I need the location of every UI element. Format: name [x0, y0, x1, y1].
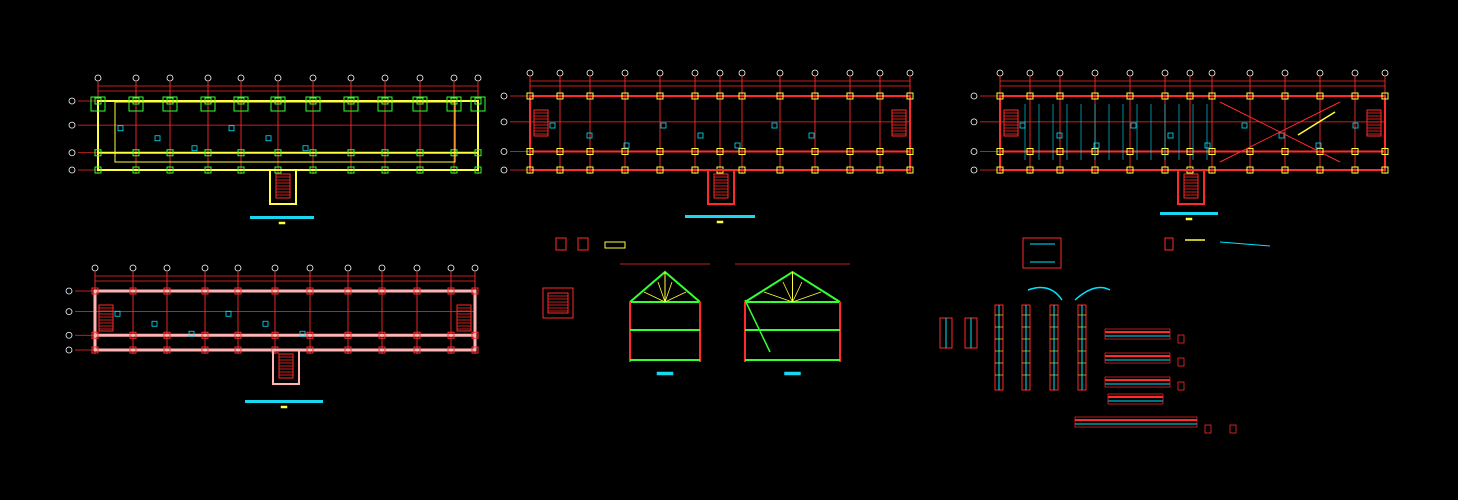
axis-bubble [1126, 69, 1134, 77]
axis-bubble [91, 264, 99, 272]
axis-bubble [970, 166, 978, 174]
axis-bubble [271, 264, 279, 272]
ground-beam-plan [65, 264, 479, 409]
axis-bubble [1208, 69, 1216, 77]
section-b [735, 263, 850, 376]
axis-bubble [811, 69, 819, 77]
section-a [620, 263, 710, 376]
axis-bubble [1246, 69, 1254, 77]
axis-bubble [906, 69, 914, 77]
axis-bubble [500, 92, 508, 100]
axis-bubble [474, 74, 482, 82]
axis-bubble [556, 69, 564, 77]
axis-bubble [68, 121, 76, 129]
second-floor-plan [970, 69, 1389, 221]
axis-bubble [65, 331, 73, 339]
axis-bubble [716, 69, 724, 77]
axis-bubble [738, 69, 746, 77]
axis-bubble [344, 264, 352, 272]
axis-bubble [691, 69, 699, 77]
axis-bubble [586, 69, 594, 77]
sheet-title-bar [685, 215, 755, 218]
stair-hatch [533, 109, 549, 137]
stair-hatch [713, 173, 729, 199]
axis-bubble [1281, 69, 1289, 77]
axis-bubble [876, 69, 884, 77]
axis-bubble [166, 74, 174, 82]
axis-bubble [132, 74, 140, 82]
axis-bubble [447, 264, 455, 272]
stair-hatch [1366, 109, 1382, 137]
axis-bubble [65, 308, 73, 316]
axis-bubble [1316, 69, 1324, 77]
axis-bubble [413, 264, 421, 272]
axis-bubble [94, 74, 102, 82]
axis-bubble [996, 69, 1004, 77]
axis-bubble [378, 264, 386, 272]
axis-bubble [381, 74, 389, 82]
axis-bubble [163, 264, 171, 272]
stair-hatch [275, 173, 291, 199]
sheet-title-bar [1160, 212, 1218, 215]
stair-hatch [456, 304, 472, 332]
stair-hatch [547, 292, 569, 314]
axis-bubble [1091, 69, 1099, 77]
axis-bubble [1351, 69, 1359, 77]
axis-bubble [970, 148, 978, 155]
axis-bubble [526, 69, 534, 77]
foundation-plan [68, 74, 486, 225]
axis-bubble [201, 264, 209, 272]
axis-bubble [65, 346, 73, 354]
axis-bubble [309, 74, 317, 82]
axis-bubble [970, 92, 978, 100]
axis-bubble [68, 166, 76, 174]
axis-bubble [129, 264, 137, 272]
stair-hatch [1003, 109, 1019, 137]
axis-bubble [846, 69, 854, 77]
first-floor-plan [500, 69, 914, 224]
sheet-title-bar [245, 400, 323, 403]
stair-hatch [278, 353, 294, 379]
details [939, 237, 1271, 434]
sections [542, 237, 850, 376]
sheet-title-bar [250, 216, 314, 219]
axis-bubble [1161, 69, 1169, 77]
axis-bubble [234, 264, 242, 272]
axis-bubble [347, 74, 355, 82]
axis-bubble [68, 97, 76, 105]
axis-bubble [656, 69, 664, 77]
axis-bubble [970, 118, 978, 126]
axis-bubble [621, 69, 629, 77]
axis-bubble [776, 69, 784, 77]
stair-hatch [98, 304, 114, 332]
stair-hatch [891, 109, 907, 137]
axis-bubble [416, 74, 424, 82]
axis-bubble [1056, 69, 1064, 77]
axis-bubble [471, 264, 479, 272]
axis-bubble [450, 74, 458, 82]
axis-bubble [1186, 69, 1194, 77]
axis-bubble [500, 166, 508, 174]
axis-bubble [68, 149, 76, 157]
axis-bubble [500, 118, 508, 126]
axis-bubble [500, 148, 508, 155]
axis-bubble [306, 264, 314, 272]
axis-bubble [274, 74, 282, 82]
axis-bubble [204, 74, 212, 82]
stair-hatch [1183, 173, 1199, 199]
axis-bubble [1026, 69, 1034, 77]
axis-bubble [1381, 69, 1389, 77]
axis-bubble [237, 74, 245, 82]
axis-bubble [65, 287, 73, 295]
